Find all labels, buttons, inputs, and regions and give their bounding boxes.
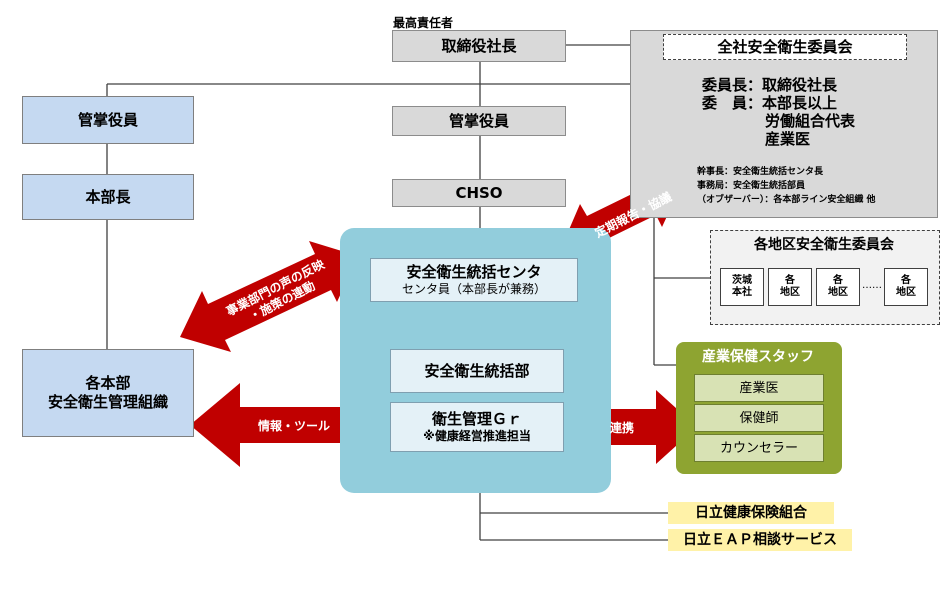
committee-panel — [630, 30, 938, 218]
division-head-box: 本部長 — [22, 174, 194, 220]
top-label: 最高責任者 — [393, 16, 454, 30]
regional-item-3: 各 地区 — [816, 268, 860, 306]
committee-title: 全社安全衛生委員会 — [663, 34, 907, 60]
external-eap: 日立ＥＡＰ相談サービス — [668, 529, 852, 551]
division-org-line2: 安全衛生管理組織 — [47, 393, 168, 411]
division-org-line1: 各本部 — [85, 374, 131, 392]
committee-chair: 委員長：取締役社長 — [702, 76, 838, 94]
info-arrow — [190, 383, 360, 467]
regional-item-2: 各 地区 — [768, 268, 812, 306]
committee-member-union: 労働組合代表 — [765, 112, 856, 130]
committee-members: 委 員：本部長以上 — [702, 94, 838, 112]
cooperation-arrow-label: 連携 — [610, 421, 635, 435]
health-staff-nurse: 保健師 — [694, 404, 824, 432]
regional-item-4: 各 地区 — [884, 268, 928, 306]
center-subtitle: センタ員（本部長が兼務） — [401, 282, 546, 296]
feedback-arrow — [180, 241, 358, 352]
center-box: 安全衛生統括センタ センタ員（本部長が兼務） — [370, 258, 578, 302]
division-org-box: 各本部 安全衛生管理組織 — [22, 349, 194, 437]
committee-note-3: （オブザーバー）：各本部ライン安全組織 他 — [697, 195, 876, 205]
chso-box: CHSO — [392, 179, 566, 207]
external-health-insurance: 日立健康保険組合 — [668, 502, 834, 524]
gr-box: 衛生管理Ｇｒ ※健康経営推進担当 — [390, 402, 564, 452]
gr-subtitle: ※健康経営推進担当 — [423, 429, 531, 443]
committee-note-2: 事務局：安全衛生統括部員 — [697, 181, 806, 191]
left-officer-box: 管掌役員 — [22, 96, 194, 144]
regional-item-1: 茨城 本社 — [720, 268, 764, 306]
regional-ellipsis: …… — [862, 280, 882, 291]
center-title: 安全衛生統括センタ — [406, 263, 542, 281]
dept-box: 安全衛生統括部 — [390, 349, 564, 393]
gr-title: 衛生管理Ｇｒ — [431, 410, 522, 428]
committee-note-1: 幹事長：安全衛生統括センタ長 — [697, 167, 824, 177]
health-staff-doctor: 産業医 — [694, 374, 824, 402]
health-staff-title: 産業保健スタッフ — [702, 349, 814, 365]
committee-member-doctor: 産業医 — [765, 130, 811, 148]
info-arrow-label: 情報・ツール — [258, 419, 331, 433]
center-officer-box: 管掌役員 — [392, 106, 566, 136]
regional-title: 各地区安全衛生委員会 — [754, 237, 894, 253]
president-box: 取締役社長 — [392, 30, 566, 62]
health-staff-counselor: カウンセラー — [694, 434, 824, 462]
